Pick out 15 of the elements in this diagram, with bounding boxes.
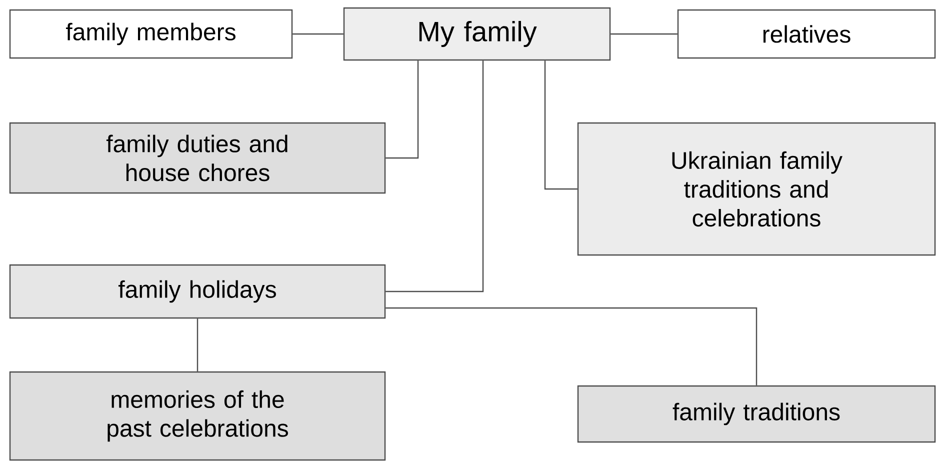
- connector-line: [386, 60, 419, 159]
- text-box: memories of the past celebrations: [9, 371, 386, 461]
- text-box: family duties and house chores: [9, 122, 386, 194]
- text-box: family members: [9, 9, 293, 59]
- connector-line: [292, 33, 344, 35]
- connector-line: [610, 33, 678, 35]
- text-box: family holidays: [9, 264, 386, 319]
- connector-line: [386, 307, 758, 386]
- text-box: family traditions: [577, 385, 936, 443]
- connector-line: [544, 60, 578, 190]
- text-box: My family: [343, 7, 611, 61]
- text-box: Ukrainian family traditions and celebrations: [577, 122, 936, 256]
- text-box: relatives: [677, 9, 936, 59]
- connector-line: [196, 318, 198, 372]
- connector-line: [386, 60, 484, 292]
